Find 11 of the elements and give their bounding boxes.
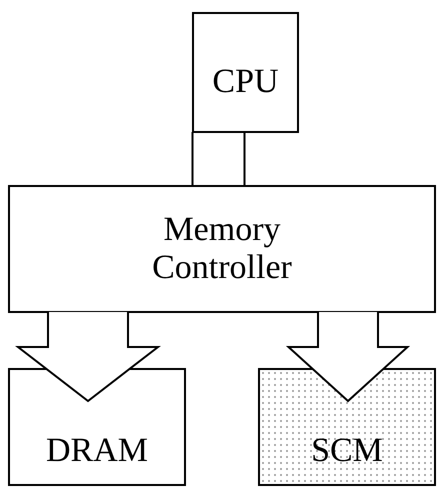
block-arrow	[15, 311, 161, 402]
box-label: CPU	[211, 62, 280, 101]
process-box	[192, 12, 299, 133]
box-label: Memory Controller	[151, 210, 293, 288]
shaded-box	[258, 368, 436, 486]
box-label: DRAM	[44, 432, 150, 470]
bus-lines	[192, 131, 246, 187]
process-box	[8, 185, 436, 313]
box-label: SCM	[310, 432, 384, 470]
block-arrow	[286, 311, 410, 402]
process-box	[8, 368, 186, 486]
